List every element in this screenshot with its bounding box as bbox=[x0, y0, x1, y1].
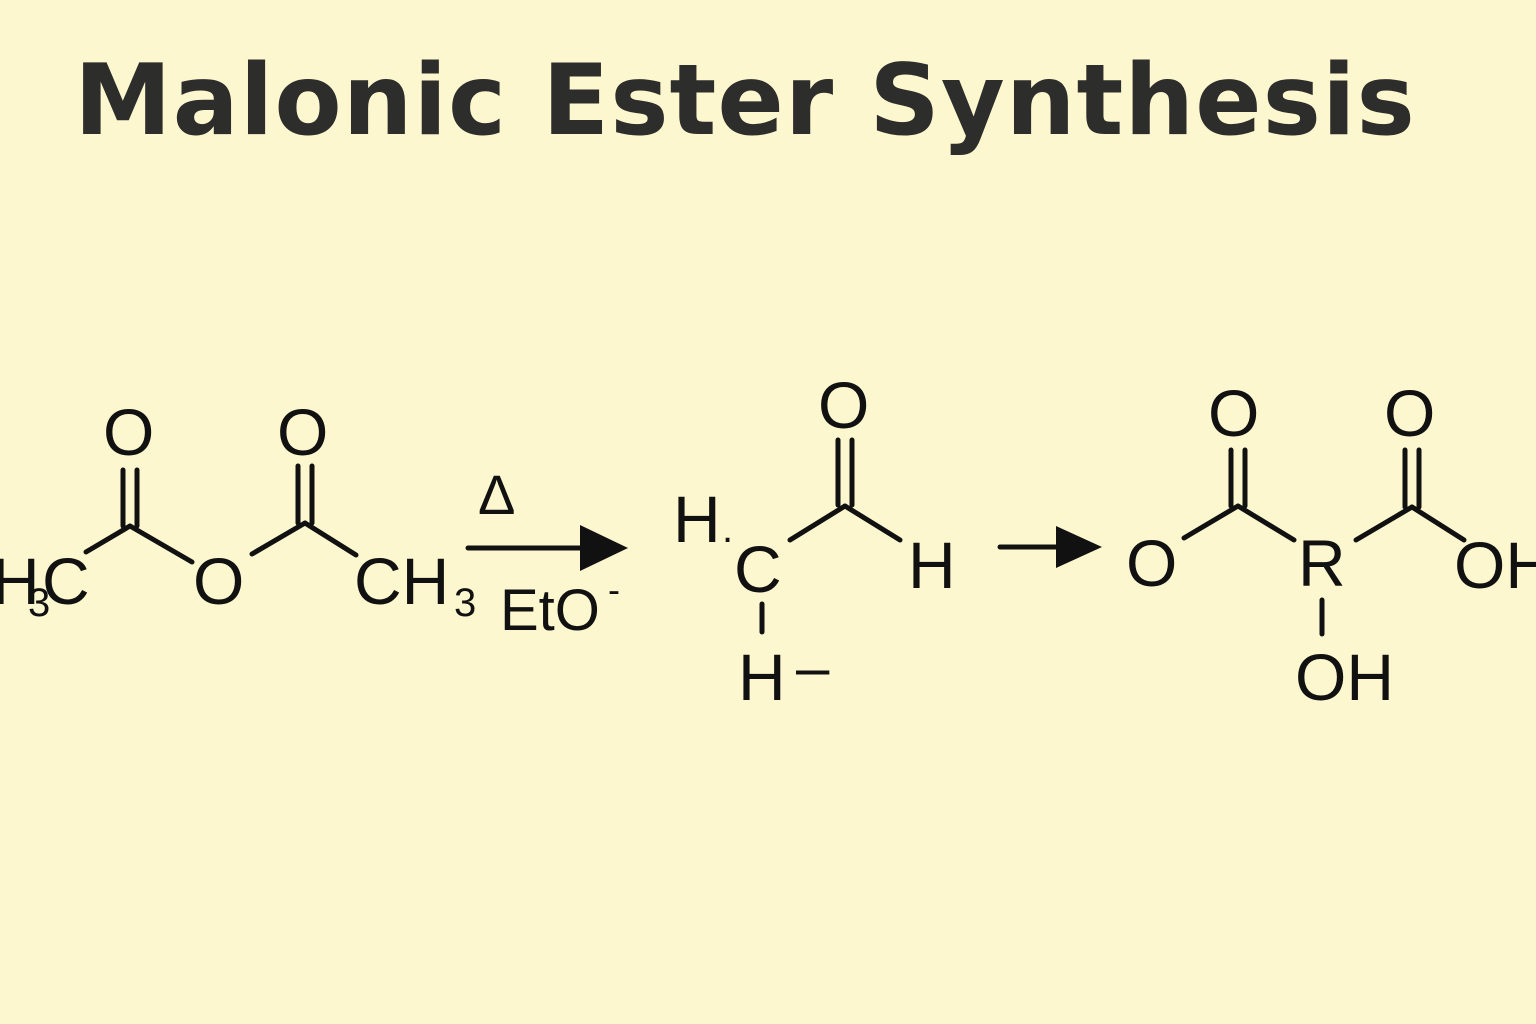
arrow-1-reagent-label: EtO bbox=[500, 578, 600, 643]
reactant-molecule: H 3 C O O O CH 3 bbox=[0, 395, 476, 625]
intermediate-bond-left bbox=[790, 506, 845, 540]
intermediate-h-bottom: H bbox=[738, 640, 786, 714]
reactant-right-subscript: 3 bbox=[454, 581, 476, 625]
intermediate-molecule: O H . C H H – bbox=[673, 368, 956, 714]
reaction-arrow-2 bbox=[1000, 526, 1102, 568]
intermediate-h-right: H bbox=[908, 528, 956, 602]
reactant-carbonyl-o-1: O bbox=[103, 395, 154, 469]
intermediate-bond-right bbox=[845, 506, 900, 540]
reactant-carbonyl-o-2: O bbox=[277, 395, 328, 469]
product-r-center: R bbox=[1298, 526, 1346, 600]
reactant-bond-3 bbox=[252, 523, 305, 554]
product-bond-2 bbox=[1238, 506, 1294, 540]
intermediate-c-center: C bbox=[734, 532, 782, 606]
product-o-left: O bbox=[1126, 526, 1177, 600]
arrow-1-head bbox=[580, 525, 628, 571]
reactant-left-c: C bbox=[42, 544, 90, 618]
arrow-2-head bbox=[1056, 526, 1102, 568]
intermediate-bottom-dash: – bbox=[796, 634, 830, 701]
product-bond-3 bbox=[1356, 507, 1412, 540]
product-carbonyl-o-2: O bbox=[1384, 376, 1435, 450]
reactant-ester-o: O bbox=[193, 544, 244, 618]
reactant-right-ch: CH bbox=[354, 544, 449, 618]
product-oh-right: OH bbox=[1454, 528, 1536, 602]
reactant-bond-4 bbox=[305, 523, 356, 555]
product-carbonyl-o-1: O bbox=[1208, 376, 1259, 450]
arrow-1-heat-label: Δ bbox=[478, 463, 515, 526]
reactant-bond-2 bbox=[130, 526, 192, 562]
intermediate-h-dot: . bbox=[722, 507, 733, 551]
product-oh-bottom: OH bbox=[1295, 640, 1394, 714]
product-bond-1 bbox=[1184, 506, 1238, 538]
arrow-1-reagent-charge: - bbox=[608, 569, 620, 610]
intermediate-carbonyl-o: O bbox=[818, 368, 869, 442]
reaction-arrow-1: Δ EtO - bbox=[468, 463, 628, 643]
reactant-bond-1 bbox=[86, 526, 130, 552]
intermediate-h-left: H bbox=[673, 482, 721, 556]
product-molecule: O O R O OH OH bbox=[1126, 376, 1536, 714]
